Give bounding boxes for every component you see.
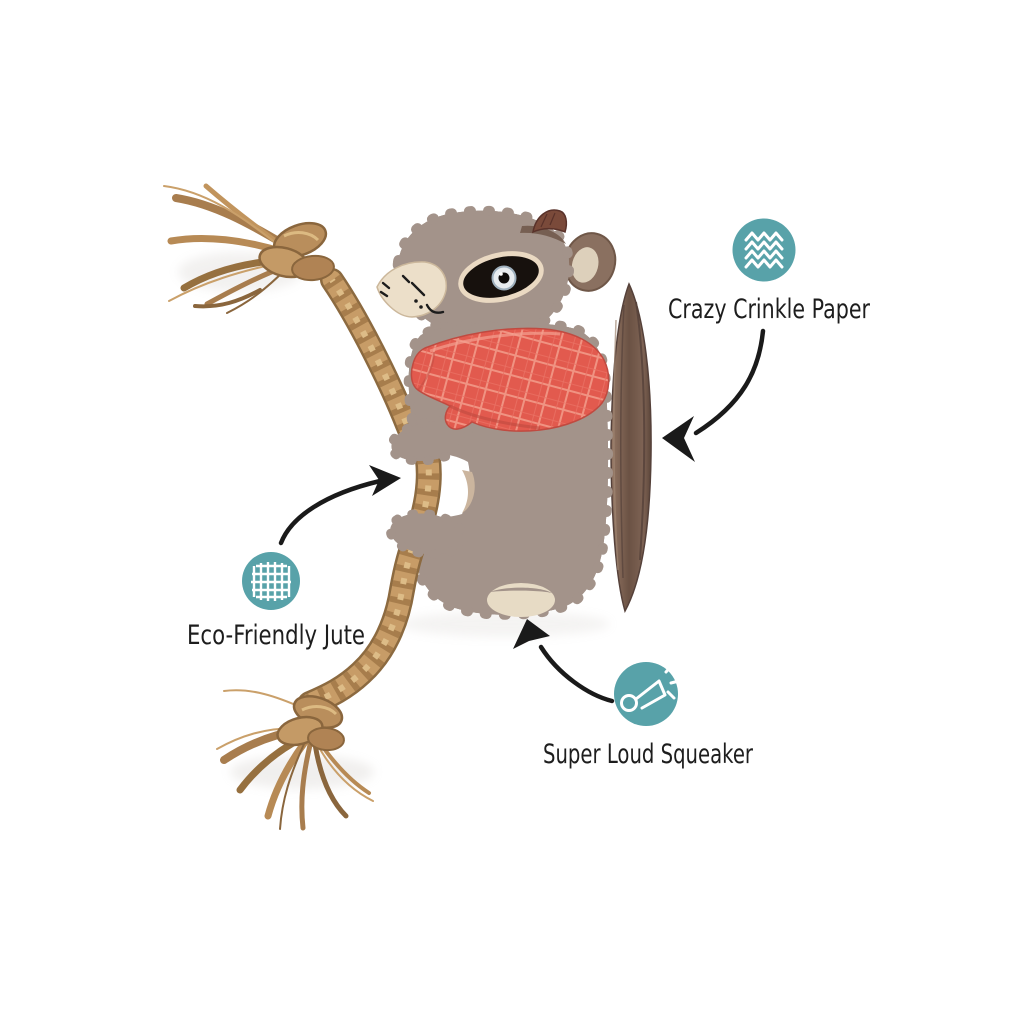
toy-belly-patch	[487, 583, 555, 617]
toy-paw-upper	[388, 416, 471, 467]
callout-arrows	[278, 328, 766, 704]
toy-head-tuft	[531, 209, 568, 234]
arrowhead-squeaker	[513, 619, 550, 649]
toy-eye-mask	[458, 251, 544, 303]
squeaker-label: Super Loud Squeaker	[543, 739, 754, 770]
arrowhead-rope	[369, 465, 401, 496]
jute-rope-lower	[297, 429, 442, 717]
toy-bandana	[410, 327, 610, 432]
rope-bottom-knot	[216, 689, 374, 831]
callout-crinkle	[732, 218, 796, 282]
toy-muzzle	[376, 261, 448, 318]
callout-jute	[242, 552, 300, 610]
arrow-to-wing	[693, 328, 766, 436]
arrowhead-wing	[662, 416, 695, 462]
squeaker-horn-icon	[620, 663, 681, 712]
crinkle-label: Crazy Crinkle Paper	[668, 294, 871, 325]
jute-weave-icon	[251, 562, 291, 601]
toy-paw-lower	[388, 509, 467, 559]
callout-squeaker	[614, 662, 681, 726]
arrow-to-rope	[278, 478, 383, 546]
callout-arrowheads	[369, 416, 695, 649]
toy-wing	[610, 282, 652, 613]
plush-toy	[163, 183, 652, 831]
crinkle-waves-icon	[744, 231, 784, 269]
rope-top-knot	[163, 183, 335, 314]
toy-ear	[563, 232, 617, 292]
arrow-to-squeaker	[538, 644, 615, 704]
muzzle-stitches	[379, 274, 445, 314]
callout-labels: Crazy Crinkle Paper Eco-Friendly Jute Su…	[187, 294, 871, 770]
jute-label: Eco-Friendly Jute	[187, 620, 365, 651]
